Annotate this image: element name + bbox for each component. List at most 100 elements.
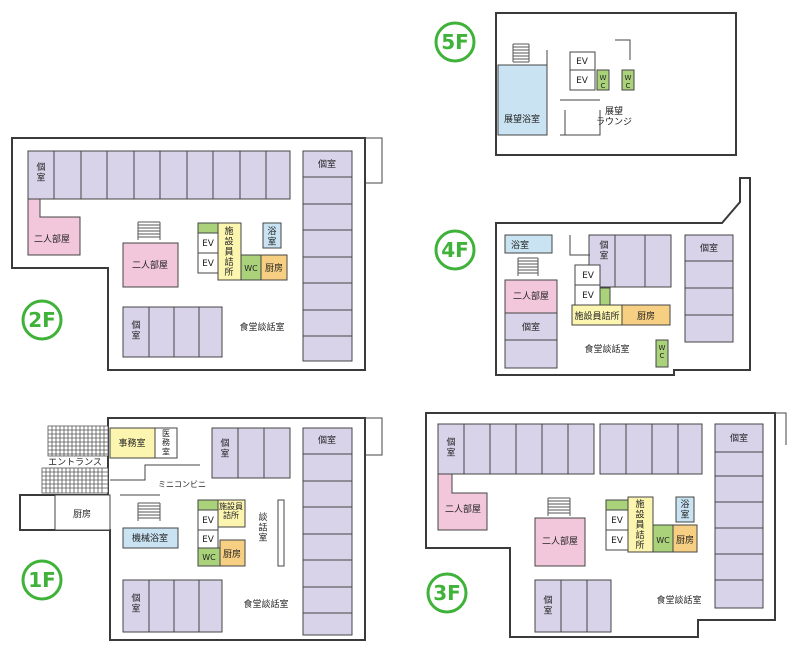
floor-1f-conveni-label: ミニコンビニ [158, 480, 206, 489]
floor-3f: 個室 個室 二人部屋 二人部屋 EV EV 施設員詰所 浴室 WC 厨房 個室 … [425, 412, 787, 638]
floor-4f-private-left-label: 個室 [522, 321, 540, 333]
floor-4f-private-top-label: 個室 [599, 239, 608, 261]
floor-4f-dining-label: 食堂談話室 [584, 343, 629, 355]
floor-4f-wc-small [599, 287, 611, 306]
floor-1f-kitchen [219, 539, 246, 567]
floor-2f-private-right-label: 個室 [318, 158, 336, 170]
floor-1f-machine-bath [122, 527, 179, 549]
floor-3f-private-bottom-label: 個室 [543, 594, 552, 616]
floor-5f-ev-2 [569, 69, 596, 91]
floor-1f-machine-bath-label: 機械浴室 [132, 532, 168, 544]
floor-1f-counter [277, 499, 285, 567]
floor-3f-private-right-label: 個室 [730, 432, 748, 444]
floor-1f-private-bottom [122, 579, 223, 633]
floor-1f-office-label: 事務室 [118, 437, 145, 449]
floor-1f-ev-1-label: EV [202, 516, 215, 526]
floor-1f-wc-top [197, 499, 219, 511]
floor-3f-ev-1-label: EV [611, 516, 624, 526]
floor-1f-entrance-canopy [41, 425, 109, 494]
floor-3f-twin-left-label: 二人部屋 [445, 503, 481, 515]
floor-4f-private-top-2 [614, 234, 646, 288]
floor-1f-wc-label: WC [202, 553, 216, 562]
floor-4f-stairs [517, 257, 539, 276]
floor-1f-wall [110, 464, 200, 481]
floor-5f-wc-1 [596, 69, 610, 91]
floor-3f-private-bottom [534, 579, 612, 633]
floor-4f-private-top-3 [644, 234, 672, 288]
floor-5f-stairs [512, 43, 530, 63]
floor-2f-twin-center-label: 二人部屋 [132, 259, 168, 271]
floor-1f-stairs [137, 502, 161, 521]
floor-5f-bath-label: 展望浴室 [504, 113, 540, 125]
floor-1f-private-right-label: 個室 [318, 434, 336, 446]
floor-4f-badge: 4F [434, 229, 476, 271]
floor-2f-private-bottom [122, 306, 223, 358]
floor-1f-tab [360, 417, 383, 456]
floor-5f-bath [497, 64, 548, 136]
floor-4f-wc [655, 339, 669, 368]
floor-2f-kitchen [260, 254, 288, 281]
floor-4f-bath [504, 234, 553, 254]
floor-3f-kitchen-label: 厨房 [676, 534, 694, 546]
floor-3f-dining-label: 食堂談話室 [656, 594, 701, 606]
floor-5f-wc-2 [621, 69, 635, 91]
floor-2f-staff-label: 施設員詰所 [224, 225, 233, 278]
floor-2f-dining-label: 食堂談話室 [239, 321, 284, 333]
floor-1f-medical-label: 医務室 [162, 429, 170, 456]
floor-3f-tab [770, 412, 787, 445]
floor-1f-office [109, 427, 156, 459]
floor-3f-ev-2-label: EV [611, 536, 624, 546]
floor-2f-private-bottom-label: 個室 [131, 319, 140, 341]
floor-2f-twin-left [27, 198, 81, 256]
floor-5f-badge: 5F [434, 21, 476, 63]
floor-1f-badge-text: 1F [28, 568, 56, 592]
floor-3f-kitchen [672, 524, 698, 553]
floor-5f-lounge-label: 展望ラウンジ [596, 105, 632, 127]
floor-3f-twin-left [437, 473, 488, 531]
floor-4f-kitchen-label: 厨房 [637, 310, 655, 322]
floor-4f-twin [504, 279, 558, 314]
floor-5f-badge-text: 5F [441, 30, 469, 54]
floor-4f-private-left-2 [504, 339, 558, 369]
floor-4f-ev-2-label: EV [582, 291, 595, 301]
floor-3f-private-top [437, 423, 703, 475]
floor-1f-kitchen-left-label: 厨房 [73, 508, 91, 520]
floor-2f-badge: 2F [21, 299, 63, 341]
floor-1f-staff [217, 499, 246, 528]
floor-1f-private-right [302, 427, 353, 636]
floor-4f-private-right-2 [684, 260, 734, 289]
floor-1f-dining-label: 食堂談話室 [243, 598, 288, 610]
floor-5f-ev-1-label: EV [576, 57, 589, 67]
floor-3f-bath [675, 496, 695, 523]
floor-1f: エントランス 事務室 医務室 個室 個室 ミニコンビニ 厨房 施設員詰所 EV … [19, 417, 383, 641]
floor-4f-kitchen [621, 304, 671, 326]
floor-2f-private-top [27, 150, 291, 200]
floor-1f-medical [154, 427, 178, 459]
floor-2f-twin-center [122, 242, 179, 288]
floor-1f-private-bottom-label: 個室 [131, 592, 140, 614]
floor-2f-ev-1-label: EV [202, 239, 215, 249]
floor-3f-private-right [714, 423, 764, 609]
floor-2f-stairs [137, 221, 161, 240]
floor-4f-wall [569, 235, 590, 256]
floor-3f-twin-center [534, 517, 586, 567]
floor-2f-tab [360, 137, 383, 184]
floor-2f-private-left-label: 個室 [36, 161, 45, 183]
floor-3f-badge: 3F [426, 572, 468, 614]
floor-1f-private-top-label: 個室 [220, 437, 229, 459]
floor-4f-staff-label: 施設員詰所 [574, 310, 619, 322]
floor-2f-bath [262, 222, 282, 249]
floor-1f-lounge-vertical-label: 談話室 [258, 511, 267, 544]
floor-1f-kitchen-label: 厨房 [223, 548, 241, 560]
floor-3f-twin-center-label: 二人部屋 [542, 535, 578, 547]
floor-2f-private-right [302, 150, 353, 362]
floor-4f-badge-text: 4F [441, 238, 469, 262]
floor-3f-badge-text: 3F [433, 581, 461, 605]
floor-3f-wc-label: WC [656, 536, 670, 545]
floor-4f-bath-label: 浴室 [511, 239, 529, 251]
